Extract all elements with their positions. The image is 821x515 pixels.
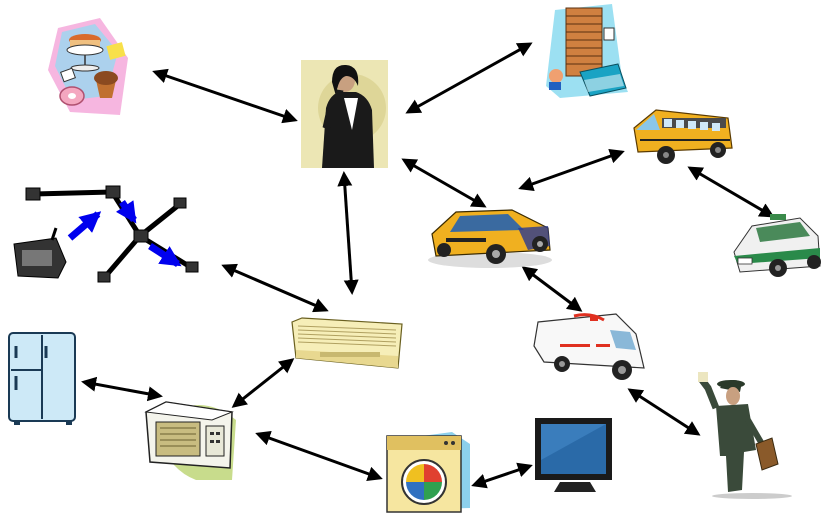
microwave-oven-icon bbox=[144, 401, 236, 480]
washing-machine-icon bbox=[386, 432, 470, 513]
businesswoman-phone-icon bbox=[301, 60, 388, 168]
refrigerator-icon bbox=[8, 332, 76, 425]
man-with-briefcase-icon bbox=[698, 372, 792, 499]
cakes-sweets-icon bbox=[48, 18, 128, 115]
arrow-ambulance-man-briefcase bbox=[627, 388, 701, 436]
arrow-sensor-network-air-conditioner bbox=[221, 263, 329, 313]
school-bus-icon bbox=[633, 109, 733, 164]
arrow-air-conditioner-microwave bbox=[231, 358, 295, 408]
flat-screen-tv-icon bbox=[535, 418, 612, 492]
arrow-taxi-school-bus bbox=[518, 148, 625, 192]
arrow-businesswoman-taxi bbox=[401, 158, 487, 208]
arrow-refrigerator-microwave bbox=[81, 376, 163, 402]
arrow-businesswoman-files bbox=[405, 42, 533, 114]
sensor-network-icon bbox=[13, 185, 199, 283]
arrow-washing-machine-television bbox=[471, 462, 533, 489]
arrow-businesswoman-air-conditioner bbox=[337, 171, 359, 295]
taxi-car-icon bbox=[428, 209, 552, 268]
arrow-cakes-businesswoman bbox=[152, 68, 298, 124]
air-conditioner-icon bbox=[291, 317, 403, 369]
connection-arrows bbox=[81, 42, 775, 489]
police-car-icon bbox=[733, 214, 821, 277]
arrow-school-bus-police-car bbox=[687, 166, 775, 218]
ambulance-icon bbox=[533, 313, 645, 380]
arrow-microwave-washing-machine bbox=[255, 431, 383, 481]
file-folders-books-icon bbox=[546, 4, 628, 98]
arrow-taxi-ambulance bbox=[521, 266, 583, 312]
